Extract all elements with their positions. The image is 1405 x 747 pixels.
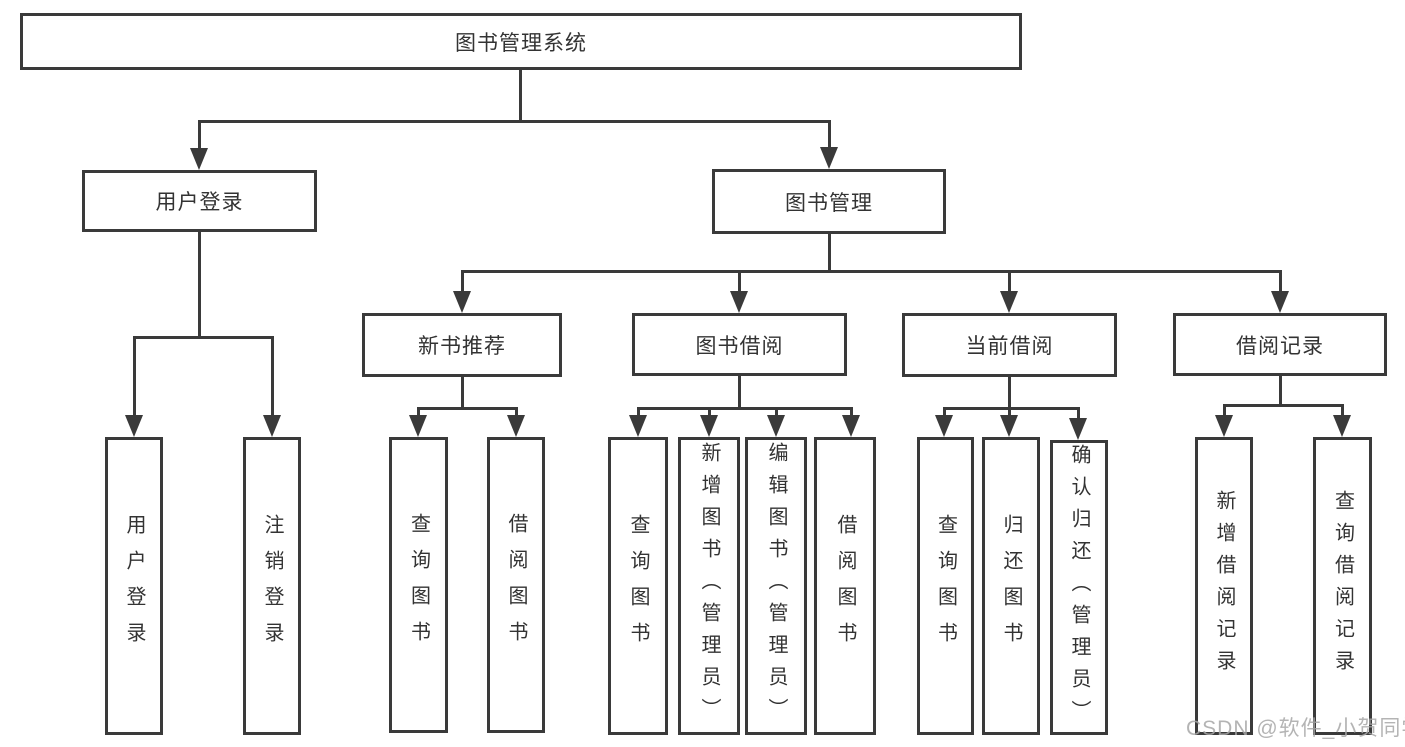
- leaf-label: 查询图书: [934, 514, 957, 658]
- leaf-label: 查询图书: [407, 513, 430, 657]
- node-root: 图书管理系统: [20, 13, 1022, 70]
- connector-line: [417, 407, 518, 410]
- connector-line: [519, 69, 522, 123]
- leaf-user-login: 用户登录: [105, 437, 163, 735]
- connector-line: [461, 270, 464, 293]
- node-user-login: 用户登录: [82, 170, 317, 232]
- arrow-down-icon: [629, 415, 647, 437]
- leaf-label: 新增图书（管理员）: [698, 442, 720, 730]
- node-book-borrow: 图书借阅: [632, 313, 847, 376]
- node-book-management: 图书管理: [712, 169, 946, 234]
- connector-line: [1341, 404, 1344, 419]
- arrow-down-icon: [730, 291, 748, 313]
- connector-line: [1077, 407, 1080, 419]
- leaf-borrow-books-recommend: 借阅图书: [487, 437, 545, 733]
- connector-line: [828, 120, 831, 149]
- leaf-add-borrow-record: 新增借阅记录: [1195, 437, 1253, 735]
- arrow-down-icon: [935, 415, 953, 437]
- leaf-label: 确认归还（管理员）: [1068, 443, 1090, 732]
- connector-line: [1279, 376, 1282, 407]
- node-borrow-records: 借阅记录: [1173, 313, 1387, 376]
- leaf-label: 借阅图书: [505, 513, 527, 657]
- arrow-down-icon: [700, 415, 718, 437]
- node-current-borrow: 当前借阅: [902, 313, 1117, 377]
- arrow-down-icon: [1271, 291, 1289, 313]
- arrow-down-icon: [767, 415, 785, 437]
- connector-line: [775, 407, 778, 419]
- leaf-label: 注销登录: [261, 514, 283, 658]
- connector-line: [850, 407, 853, 419]
- connector-line: [1008, 377, 1011, 410]
- connector-line: [1008, 407, 1011, 419]
- connector-line: [461, 270, 1282, 273]
- connector-line: [198, 120, 831, 123]
- leaf-label: 借阅图书: [834, 514, 856, 658]
- arrow-down-icon: [1215, 415, 1233, 437]
- connector-line: [637, 407, 640, 419]
- leaf-label: 新增借阅记录: [1213, 490, 1235, 682]
- connector-line: [738, 376, 741, 410]
- connector-line: [943, 407, 1080, 410]
- connector-line: [943, 407, 946, 419]
- leaf-query-borrow-record: 查询借阅记录: [1313, 437, 1372, 735]
- arrow-down-icon: [263, 415, 281, 437]
- arrow-down-icon: [820, 147, 838, 169]
- connector-line: [271, 336, 274, 417]
- connector-line: [515, 407, 518, 419]
- leaf-label: 用户登录: [123, 514, 145, 658]
- leaf-query-books-current: 查询图书: [917, 437, 974, 735]
- connector-line: [708, 407, 711, 419]
- leaf-query-books-recommend: 查询图书: [389, 437, 448, 733]
- arrow-down-icon: [453, 291, 471, 313]
- connector-line: [1223, 404, 1344, 407]
- connector-line: [637, 407, 853, 410]
- node-new-book-recommend: 新书推荐: [362, 313, 562, 377]
- arrow-down-icon: [1000, 415, 1018, 437]
- connector-line: [1008, 270, 1011, 293]
- arrow-down-icon: [1333, 415, 1351, 437]
- leaf-borrow-books: 借阅图书: [814, 437, 876, 735]
- connector-line: [461, 377, 464, 410]
- arrow-down-icon: [409, 415, 427, 437]
- csdn-watermark: CSDN @软件_小贺同学: [1186, 717, 1405, 740]
- leaf-query-books-borrow: 查询图书: [608, 437, 668, 735]
- leaf-logout: 注销登录: [243, 437, 301, 735]
- leaf-label: 查询借阅记录: [1331, 490, 1354, 682]
- connector-line: [1279, 270, 1282, 293]
- arrow-down-icon: [1069, 418, 1087, 440]
- leaf-label: 查询图书: [627, 514, 649, 658]
- connector-line: [828, 234, 831, 273]
- arrow-down-icon: [507, 415, 525, 437]
- leaf-label: 编辑图书（管理员）: [765, 442, 787, 730]
- arrow-down-icon: [1000, 291, 1018, 313]
- connector-line: [738, 270, 741, 293]
- connector-line: [417, 407, 420, 419]
- leaf-return-books: 归还图书: [982, 437, 1040, 735]
- leaf-edit-books-admin: 编辑图书（管理员）: [745, 437, 807, 735]
- arrow-down-icon: [190, 148, 208, 170]
- connector-line: [133, 336, 136, 417]
- leaf-add-books-admin: 新增图书（管理员）: [678, 437, 740, 735]
- connector-line: [198, 120, 201, 150]
- connector-line: [1223, 404, 1226, 419]
- connector-line: [198, 232, 201, 339]
- connector-line: [133, 336, 274, 339]
- leaf-confirm-return-admin: 确认归还（管理员）: [1050, 440, 1108, 735]
- leaf-label: 归还图书: [1000, 514, 1022, 658]
- arrow-down-icon: [125, 415, 143, 437]
- arrow-down-icon: [842, 415, 860, 437]
